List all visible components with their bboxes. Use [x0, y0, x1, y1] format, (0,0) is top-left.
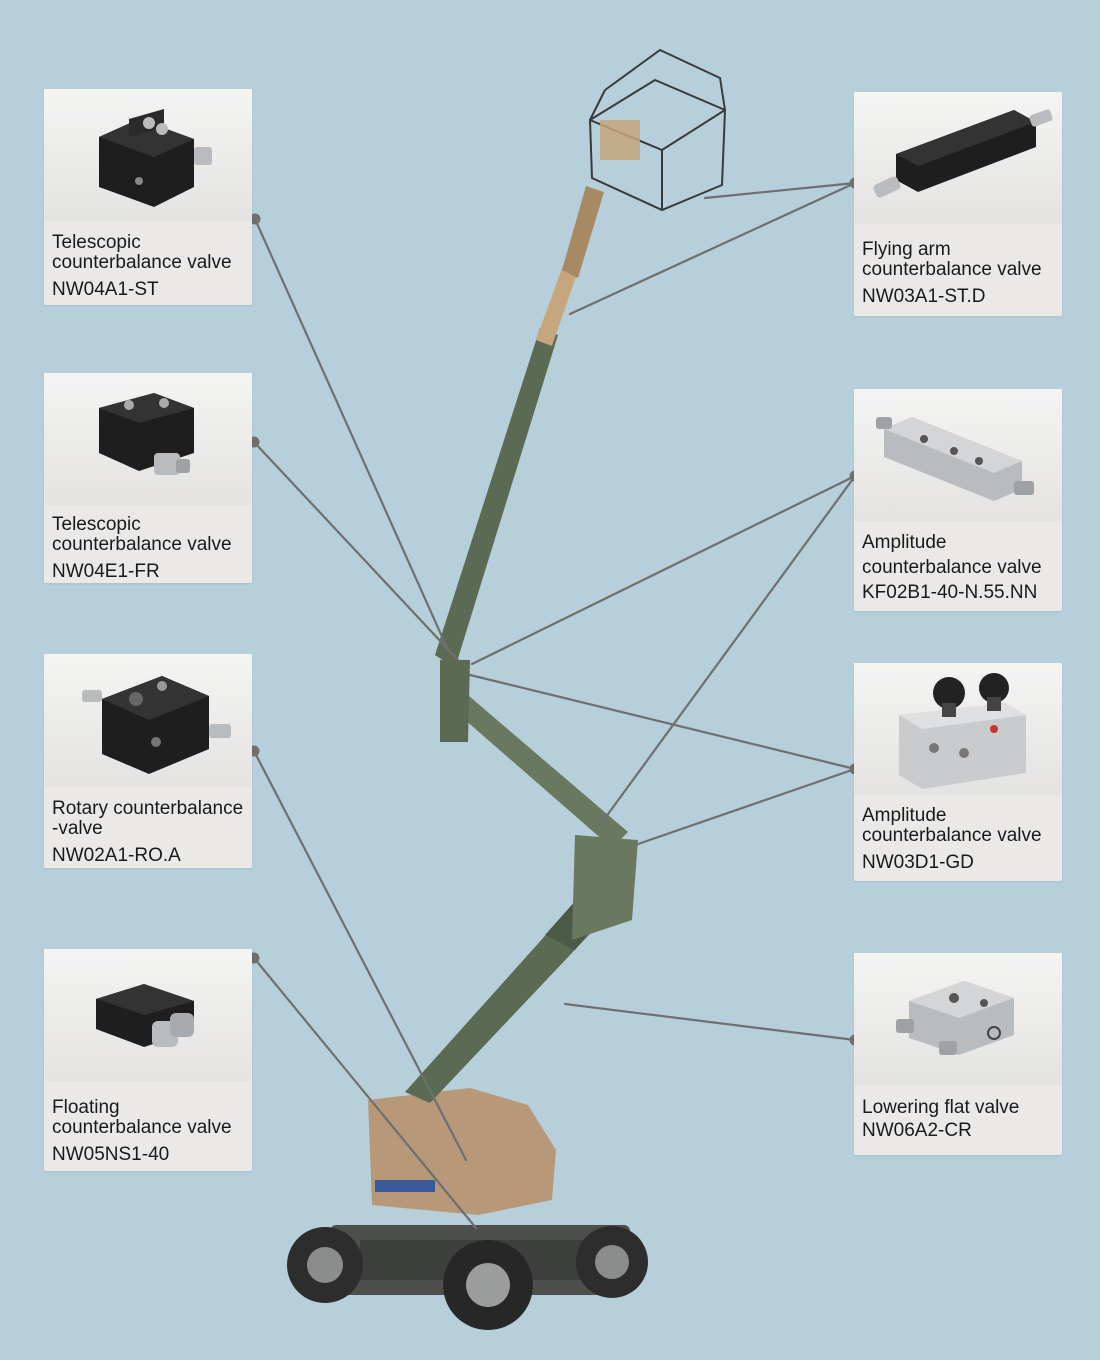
valve-image [82, 676, 231, 774]
valve-name-line-1: Amplitude [862, 805, 947, 826]
valve-image [99, 109, 212, 207]
jib [562, 186, 604, 278]
boom-lift-machine [287, 48, 727, 1330]
valve-photo [44, 654, 252, 786]
valve-name-line-2: counterbalance valve [862, 825, 1042, 846]
connector-lines [252, 181, 857, 1230]
upper-boom [448, 690, 628, 848]
valve-name-line-1: Floating [52, 1097, 120, 1118]
platform-control-box [600, 120, 640, 160]
connector-nw03d1-gd-a [468, 673, 857, 771]
valve-photo [44, 89, 252, 221]
connector-nw06a2-cr [563, 1002, 857, 1042]
riser [572, 835, 638, 940]
valve-code: NW04A1-ST [52, 279, 159, 300]
valve-card-nw02a1-ro-a: Rotary counterbalance -valve NW02A1-RO.A [44, 654, 252, 868]
turret-decal [375, 1180, 435, 1192]
connector-nw03a1-st-d-b [703, 181, 857, 200]
valve-photo [854, 953, 1062, 1085]
valve-code: NW02A1-RO.A [52, 845, 181, 866]
connector-nw04a1-st [253, 217, 450, 652]
valve-name-line-1: Telescopic [52, 514, 141, 535]
connector-nw03d1-gd-b [636, 767, 857, 846]
valve-name-line-2: counterbalance valve [52, 252, 232, 273]
valve-name-line-1: Lowering flat valve [862, 1097, 1020, 1118]
valve-card-nw06a2-cr: Lowering flat valve NW06A2-CR [854, 953, 1062, 1155]
valve-name-line-1: Rotary counterbalance [52, 798, 244, 819]
main-boom-inner [536, 260, 580, 346]
valve-image [96, 984, 194, 1047]
valve-name-line-2: counterbalance valve [52, 534, 232, 555]
valve-image [876, 417, 1034, 501]
main-boom [435, 328, 558, 668]
valve-card-nw04a1-st: Telescopic counterbalance valve NW04A1-S… [44, 89, 252, 305]
valve-card-nw05ns1-40: Floating counterbalance valve NW05NS1-40 [44, 949, 252, 1171]
valve-card-nw03a1-st-d: Flying arm counterbalance valve NW03A1-S… [854, 92, 1062, 316]
upper-boom-short [440, 660, 470, 742]
connector-kf02b1-a [470, 474, 857, 666]
valve-name-line-2: counterbalance valve [862, 259, 1042, 280]
valve-name-line-2: counterbalance valve [52, 1117, 232, 1138]
valve-image [99, 393, 194, 475]
wheel-rear-right [576, 1226, 648, 1298]
connector-nw03a1-st-d-a [568, 181, 857, 316]
valve-photo [44, 949, 252, 1081]
valve-code: NW03D1-GD [862, 852, 974, 873]
wheel-rear-left [287, 1227, 363, 1303]
valve-name-line-1: Telescopic [52, 232, 141, 253]
valve-card-kf02b1-40-n-55-nn: Amplitude counterbalance valve KF02B1-40… [854, 389, 1062, 611]
valve-photo [854, 389, 1062, 521]
valve-code: NW03A1-ST.D [862, 286, 986, 307]
valve-image [896, 981, 1014, 1055]
valve-photo [854, 663, 1062, 795]
valve-image [873, 109, 1053, 198]
valve-card-nw04e1-fr: Telescopic counterbalance valve NW04E1-F… [44, 373, 252, 583]
valve-code: KF02B1-40-N.55.NN [862, 582, 1038, 603]
valve-name-line-2: -valve [52, 818, 103, 839]
connector-nw04e1-fr [252, 440, 460, 662]
valve-card-nw03d1-gd: Amplitude counterbalance valve NW03D1-GD [854, 663, 1062, 881]
wheel-front-left [443, 1240, 533, 1330]
connector-kf02b1-b [598, 474, 857, 827]
valve-name-line-1: Amplitude [862, 532, 947, 553]
connector-nw05ns1-40 [252, 956, 478, 1230]
connector-nw02a1-ro-a [252, 749, 468, 1162]
valve-image [899, 673, 1026, 789]
valve-photo [44, 373, 252, 505]
valve-name-line-2: counterbalance valve [862, 557, 1042, 578]
valve-code: NW04E1-FR [52, 561, 160, 582]
valve-code: NW06A2-CR [862, 1120, 972, 1141]
valve-photo [854, 92, 1062, 224]
valve-name-line-1: Flying arm [862, 239, 951, 260]
valve-code: NW05NS1-40 [52, 1144, 170, 1165]
